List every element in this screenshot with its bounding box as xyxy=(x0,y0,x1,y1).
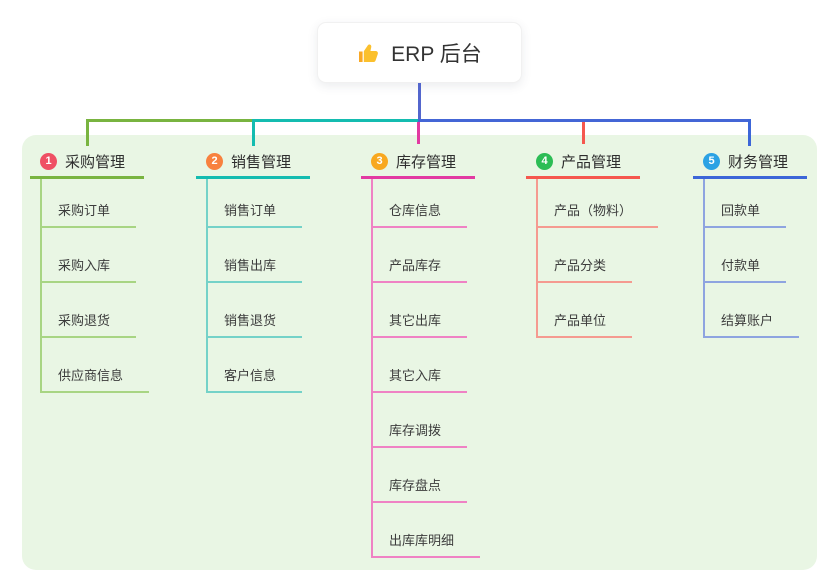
branch-children-product: 产品（物料） 产品分类 产品单位 xyxy=(536,179,659,338)
branch-children-sales: 销售订单 销售出库 销售退货 客户信息 xyxy=(206,179,310,393)
branch-header-finance[interactable]: 5 财务管理 xyxy=(693,146,807,179)
branch-children-purchase: 采购订单 采购入库 采购退货 供应商信息 xyxy=(40,179,150,393)
branch-number-badge: 3 xyxy=(371,152,388,170)
child-node[interactable]: 客户信息 xyxy=(208,365,303,393)
thumbs-up-icon xyxy=(359,43,379,62)
child-node[interactable]: 其它入库 xyxy=(373,365,468,393)
branch-number-badge: 4 xyxy=(536,152,553,170)
branch-product: 4 产品管理 产品（物料） 产品分类 产品单位 xyxy=(526,146,659,338)
connector-stub-inventory xyxy=(417,122,420,144)
child-node[interactable]: 出库库明细 xyxy=(373,530,481,558)
child-node[interactable]: 其它出库 xyxy=(373,310,468,338)
branch-children-inventory: 仓库信息 产品库存 其它出库 其它入库 库存调拨 库存盘点 出库库明细 xyxy=(371,179,481,558)
root-title: ERP 后台 xyxy=(391,42,482,66)
connector-stub-sales xyxy=(252,119,255,146)
connector-root-stem xyxy=(418,83,421,122)
child-node[interactable]: 采购订单 xyxy=(42,200,137,228)
connector-stub-purchase xyxy=(86,119,89,146)
connector-rail-purchase xyxy=(86,119,254,122)
branch-label: 产品管理 xyxy=(561,153,622,171)
child-node[interactable]: 结算账户 xyxy=(705,310,800,338)
connector-rail-right xyxy=(418,119,751,122)
connector-rail-sales xyxy=(252,119,418,122)
branch-label: 财务管理 xyxy=(728,153,789,171)
child-node[interactable]: 采购退货 xyxy=(42,310,137,338)
branch-header-product[interactable]: 4 产品管理 xyxy=(526,146,640,179)
branch-header-sales[interactable]: 2 销售管理 xyxy=(196,146,310,179)
child-node[interactable]: 产品库存 xyxy=(373,255,468,283)
child-node[interactable]: 销售订单 xyxy=(208,200,303,228)
child-node[interactable]: 库存调拨 xyxy=(373,420,468,448)
child-node[interactable]: 产品分类 xyxy=(538,255,633,283)
child-node[interactable]: 销售退货 xyxy=(208,310,303,338)
branch-header-inventory[interactable]: 3 库存管理 xyxy=(361,146,475,179)
child-node[interactable]: 产品（物料） xyxy=(538,200,659,228)
branches-panel xyxy=(22,135,817,570)
child-node[interactable]: 销售出库 xyxy=(208,255,303,283)
child-node[interactable]: 回款单 xyxy=(705,200,787,228)
branch-label: 库存管理 xyxy=(396,153,457,171)
branch-finance: 5 财务管理 回款单 付款单 结算账户 xyxy=(693,146,807,338)
child-node[interactable]: 采购入库 xyxy=(42,255,137,283)
branch-inventory: 3 库存管理 仓库信息 产品库存 其它出库 其它入库 库存调拨 库存盘点 出库库… xyxy=(361,146,481,558)
branch-children-finance: 回款单 付款单 结算账户 xyxy=(703,179,807,338)
child-node[interactable]: 付款单 xyxy=(705,255,787,283)
branch-number-badge: 5 xyxy=(703,152,720,170)
root-node[interactable]: ERP 后台 xyxy=(317,22,522,83)
branch-number-badge: 2 xyxy=(206,152,223,170)
connector-stub-finance xyxy=(748,119,751,146)
branch-label: 采购管理 xyxy=(65,153,126,171)
child-node[interactable]: 库存盘点 xyxy=(373,475,468,503)
branch-number-badge: 1 xyxy=(40,152,57,170)
branch-purchase: 1 采购管理 采购订单 采购入库 采购退货 供应商信息 xyxy=(30,146,150,393)
child-node[interactable]: 供应商信息 xyxy=(42,365,150,393)
connector-stub-product xyxy=(582,122,585,144)
child-node[interactable]: 仓库信息 xyxy=(373,200,468,228)
child-node[interactable]: 产品单位 xyxy=(538,310,633,338)
branch-label: 销售管理 xyxy=(231,153,292,171)
branch-sales: 2 销售管理 销售订单 销售出库 销售退货 客户信息 xyxy=(196,146,310,393)
branch-header-purchase[interactable]: 1 采购管理 xyxy=(30,146,144,179)
